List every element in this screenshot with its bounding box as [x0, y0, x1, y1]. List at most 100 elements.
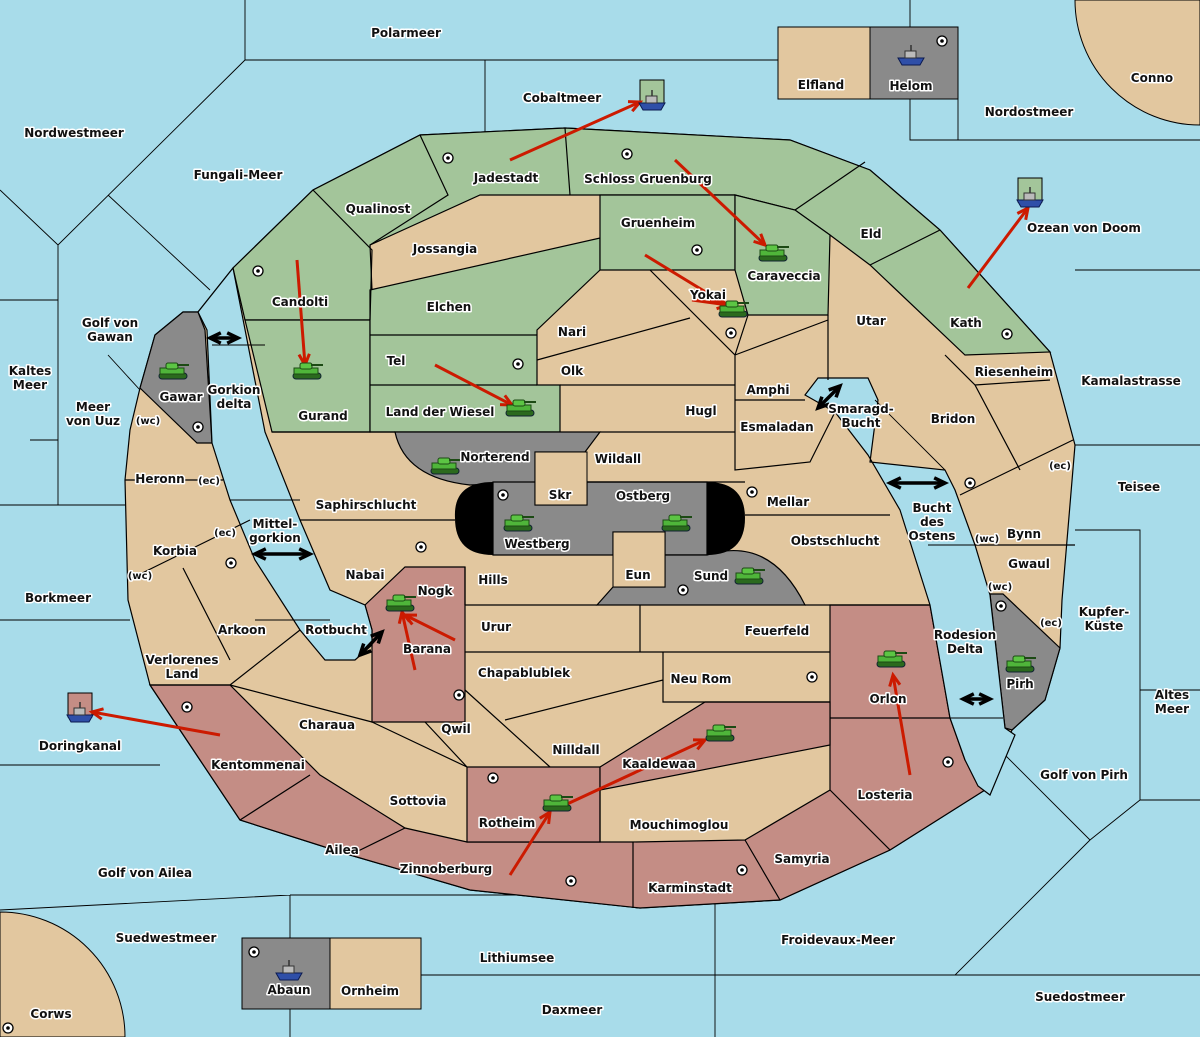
province-label-text: Kath — [950, 316, 982, 330]
province-label: Nogk — [418, 584, 454, 598]
province-label-text: Qwil — [441, 722, 471, 736]
province-label: Jossangia — [412, 242, 477, 256]
province-label-text: Kentommenai — [211, 758, 305, 772]
tank-icon[interactable] — [158, 362, 189, 380]
tank-icon[interactable] — [1005, 655, 1036, 673]
convoy-double-arrow — [885, 476, 950, 490]
province-label-text: Heronn — [135, 472, 184, 486]
ship-icon[interactable] — [275, 960, 303, 981]
sea-label-text: Cobaltmeer — [523, 91, 601, 105]
province-conno[interactable] — [1074, 0, 1200, 126]
tank-icon[interactable] — [876, 650, 907, 668]
coast-label: (wc) — [128, 571, 152, 582]
sea-label-text: Golf von — [82, 316, 138, 330]
supply-center-icon — [225, 557, 237, 569]
province-label: Kaaldewaa — [622, 757, 696, 771]
sea-label-text: Daxmeer — [542, 1003, 603, 1017]
convoy-double-arrow — [205, 331, 243, 345]
tank-icon[interactable] — [758, 244, 789, 262]
supply-center-icon — [995, 600, 1007, 612]
province-label-text: Orlon — [869, 692, 906, 706]
province-ornheim[interactable] — [329, 937, 422, 1010]
province-rotheim[interactable] — [466, 766, 601, 843]
tank-icon[interactable] — [705, 724, 736, 742]
sea-label: Abaun — [267, 983, 310, 997]
tank-icon[interactable] — [661, 514, 692, 532]
coast-label: (ec) — [214, 528, 236, 539]
province-corws[interactable] — [0, 911, 126, 1037]
province-label: Norterend — [460, 450, 529, 464]
province-label: Urur — [481, 620, 511, 634]
supply-center-icon — [942, 756, 954, 768]
province-label: Hugl — [685, 404, 716, 418]
province-label: Nari — [558, 325, 586, 339]
province-label-text: Feuerfeld — [745, 624, 810, 638]
sea-label-text: des — [920, 515, 944, 529]
tank-icon[interactable] — [385, 594, 416, 612]
supply-center-icon — [936, 35, 948, 47]
convoy-double-arrow — [815, 383, 843, 411]
province-label: Qualinost — [346, 202, 411, 216]
sea-inner-borders — [212, 344, 1003, 719]
coast-label: (ec) — [1040, 618, 1062, 629]
ship-icon[interactable] — [66, 702, 94, 723]
province-label: Hills — [478, 573, 508, 587]
supply-center-icon — [512, 358, 524, 370]
province-label: Riesenheim — [975, 365, 1054, 379]
sea-label: Conno — [1131, 71, 1173, 85]
ship-icon[interactable] — [897, 45, 925, 66]
province-label: Barana — [403, 642, 451, 656]
sea-label: Cobaltmeer — [523, 91, 601, 105]
sea-label-text: Corws — [30, 1007, 71, 1021]
province-label-text: Obstschlucht — [791, 534, 880, 548]
sea-label: Golf von Pirh — [1040, 768, 1128, 782]
province-label: Eun — [625, 568, 650, 582]
tank-icon[interactable] — [542, 794, 573, 812]
tank-icon[interactable] — [718, 300, 749, 318]
province-label-text: Westberg — [504, 537, 569, 551]
tank-icon[interactable] — [503, 514, 534, 532]
province-label: Land der Wiesel — [386, 405, 495, 419]
province-label-text: Land — [166, 667, 199, 681]
sea-label-text: delta — [217, 397, 252, 411]
supply-center-icon — [192, 421, 204, 433]
province-kaaldewaa[interactable] — [599, 701, 831, 791]
province-label: Mouchimoglou — [630, 818, 729, 832]
sea-label: Rotbucht — [305, 623, 367, 637]
province-gruenheim[interactable] — [599, 194, 736, 271]
supply-center-icon — [252, 265, 264, 277]
sea-label-text: Meer — [1155, 702, 1189, 716]
sea-label-text: Teisee — [1118, 480, 1160, 494]
province-label: Skr — [549, 488, 572, 502]
ship-icon[interactable] — [638, 90, 666, 111]
coast-label: (ec) — [1049, 461, 1071, 472]
province-eun[interactable] — [612, 531, 666, 588]
coast-label-text: (wc) — [988, 582, 1012, 593]
convoy-double-arrow — [357, 629, 385, 658]
province-label: Eld — [861, 227, 882, 241]
ship-icon[interactable] — [1016, 187, 1044, 208]
province-label: Gwaul — [1008, 557, 1050, 571]
tank-icon[interactable] — [734, 567, 765, 585]
sea-label-text: Froidevaux-Meer — [781, 933, 895, 947]
province-label-text: Karminstadt — [648, 881, 732, 895]
province-label: Qwil — [441, 722, 471, 736]
province-elfland[interactable] — [777, 26, 871, 100]
province-label-text: Yokai — [689, 288, 726, 302]
province-label: Kentommenai — [211, 758, 305, 772]
province-label-text: Candolti — [272, 295, 328, 309]
province-label-text: Arkoon — [218, 623, 266, 637]
province-label: Mellar — [767, 495, 809, 509]
sea-label: Doringkanal — [39, 739, 121, 753]
province-label-text: Samyria — [774, 852, 829, 866]
tank-icon[interactable] — [505, 399, 536, 417]
sea-channel-east[interactable] — [804, 377, 1016, 796]
province-label-text: Skr — [549, 488, 572, 502]
province-skr[interactable] — [534, 451, 588, 506]
tank-icon[interactable] — [430, 457, 461, 475]
tank-icon[interactable] — [292, 362, 323, 380]
